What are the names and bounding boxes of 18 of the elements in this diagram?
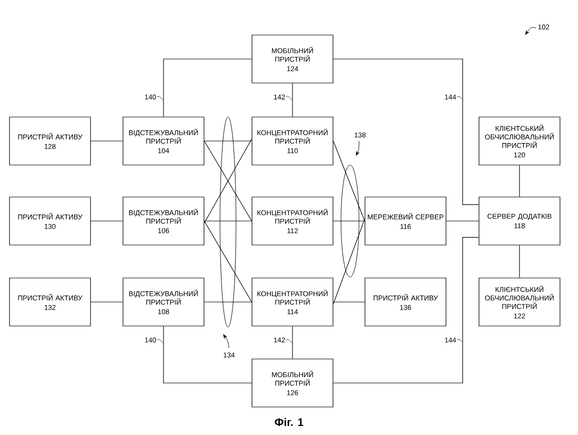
figure-caption: Фіг. 1 <box>274 418 304 426</box>
connector-line <box>204 140 252 142</box>
connector-line <box>292 326 293 359</box>
connector-line <box>333 140 365 222</box>
connector-line <box>204 220 252 222</box>
connector-line <box>333 236 479 384</box>
connector-line <box>333 220 365 222</box>
connector-line <box>90 220 123 222</box>
connector-line <box>204 220 252 302</box>
connector-line <box>333 58 479 205</box>
connector-line <box>519 245 520 278</box>
connector-line <box>90 140 123 142</box>
connector-line <box>446 220 479 222</box>
connector-line <box>163 326 252 384</box>
connector-line <box>333 218 365 304</box>
connector-line <box>292 83 293 117</box>
connector-line <box>163 58 252 117</box>
connector-line <box>519 165 520 197</box>
